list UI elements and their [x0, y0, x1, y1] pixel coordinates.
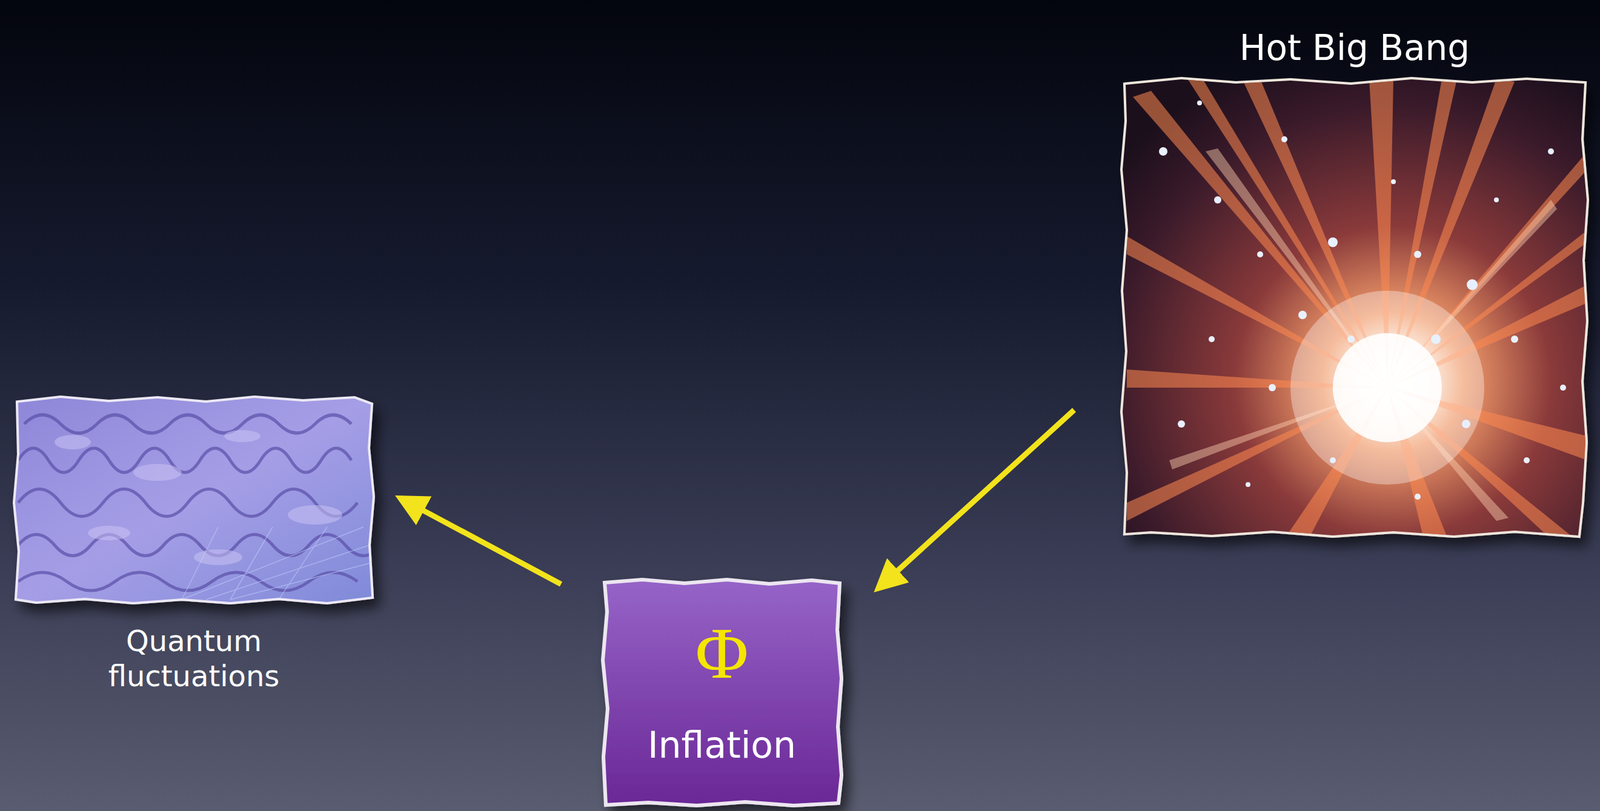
arrow-connector [399, 497, 561, 585]
phi-symbol: Φ [602, 617, 842, 691]
box-label: Inflation [602, 725, 842, 766]
process-box: Φ Inflation [602, 579, 842, 806]
panel-caption: Quantum fluctuations [66, 624, 322, 694]
image-panel: Hot Big Bang [1122, 79, 1587, 536]
panel-title: Hot Big Bang [1239, 27, 1470, 70]
image-panel: Quantum fluctuations [15, 398, 373, 603]
arrow-connector [877, 410, 1075, 589]
